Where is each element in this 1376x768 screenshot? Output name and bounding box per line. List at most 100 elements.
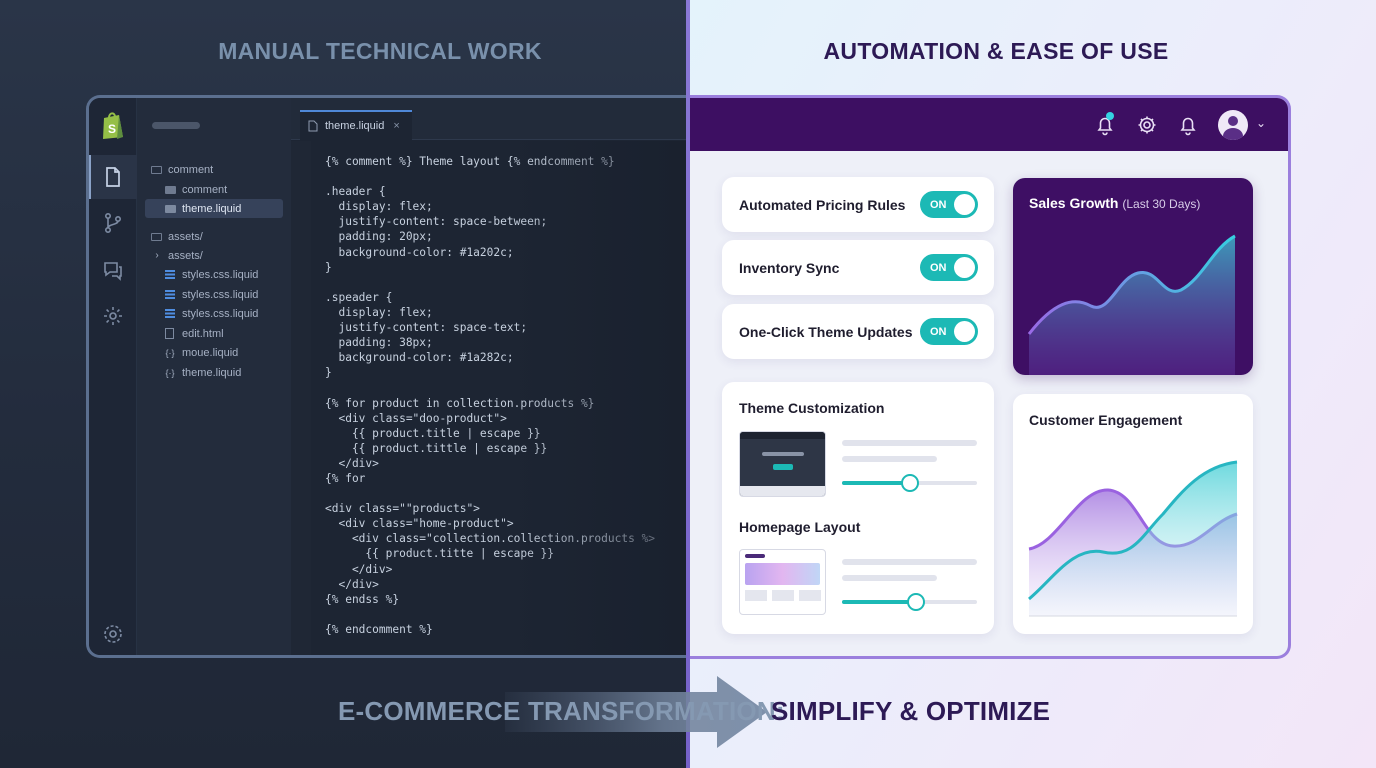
sales-growth-card: Sales Growth (Last 30 Days) (1013, 178, 1253, 375)
toggle-card-pricing: Automated Pricing Rules ON (722, 177, 994, 232)
engagement-chart (1028, 460, 1238, 617)
tree-item[interactable]: comment (137, 160, 291, 179)
sales-growth-chart (1027, 234, 1236, 375)
folder-open-icon (151, 165, 162, 174)
code-line: {% endss %} (325, 592, 400, 606)
code-line: {% endcomment %} (325, 622, 433, 636)
chat-icon[interactable] (101, 258, 125, 282)
file-icon (165, 328, 174, 339)
activity-bar: S (89, 98, 137, 655)
customization-slider[interactable] (842, 474, 977, 492)
folder-icon (165, 204, 176, 213)
tree-item[interactable]: comment (137, 180, 291, 199)
left-heading: MANUAL TECHNICAL WORK (218, 38, 542, 64)
code-line: } (325, 366, 332, 380)
folder-icon (165, 185, 176, 194)
code-line: {% comment %} Theme layout {% endcomment… (325, 155, 615, 168)
theme-updates-toggle[interactable]: ON (920, 318, 978, 345)
code-line: justify-content: space-text; (325, 321, 528, 335)
alerts-bell-icon[interactable] (1177, 114, 1199, 136)
tree-item[interactable]: › assets/ (137, 246, 291, 265)
tree-item-label: theme.liquid (182, 202, 242, 215)
code-line: } (325, 260, 332, 274)
tree-item[interactable]: {·} theme.liquid (137, 363, 291, 382)
tree-item-label: styles.css.liquid (182, 288, 259, 301)
tree-item[interactable]: assets/ (137, 227, 291, 246)
explorer-files-icon[interactable] (101, 165, 125, 189)
sales-area (1029, 236, 1235, 375)
explorer-title-placeholder (152, 122, 200, 129)
tree-item[interactable]: {·} moue.liquid (137, 343, 291, 362)
thumb-button (773, 464, 793, 470)
tree-item-label: styles.css.liquid (182, 268, 259, 281)
tab-theme-liquid[interactable]: theme.liquid × (300, 110, 412, 140)
slider-knob[interactable] (900, 474, 919, 492)
thumb-header (740, 432, 825, 439)
toggle-knob (954, 257, 975, 278)
slider-knob[interactable] (907, 593, 926, 611)
sales-growth-title: Sales Growth (Last 30 Days) (1029, 195, 1200, 211)
toggle-label: One-Click Theme Updates (739, 323, 913, 340)
tree-item-label: theme.liquid (182, 366, 242, 379)
code-area[interactable]: {% comment %} Theme layout {% endcomment… (325, 154, 690, 637)
tree-item-label: comment (182, 183, 228, 196)
transformation-arrow-icon (505, 676, 767, 748)
chevron-down-icon[interactable]: ⌄ (1256, 116, 1267, 130)
theme-preview-thumbnail[interactable] (739, 431, 826, 497)
tree-item-label: assets/ (168, 249, 203, 262)
code-line: .header { (325, 185, 386, 199)
inventory-sync-toggle[interactable]: ON (920, 254, 978, 281)
pricing-rules-toggle[interactable]: ON (920, 191, 978, 218)
tree-item[interactable]: styles.css.liquid (137, 304, 291, 323)
code-line: {% for product in collection.products %} (325, 396, 595, 410)
code-line (325, 380, 690, 395)
activity-active-indicator (89, 155, 137, 199)
notification-dot (1106, 112, 1114, 120)
engagement-area-teal (1029, 462, 1237, 616)
code-line: {{ product.title | escape }} (325, 426, 541, 440)
banner-left-text: E-COMMERCE TRANSFORMATION: (338, 696, 785, 726)
thumb-line (762, 452, 804, 456)
toggle-label: Inventory Sync (739, 259, 840, 276)
tab-close-icon[interactable]: × (393, 120, 400, 132)
sales-subtitle-text: (Last 30 Days) (1122, 197, 1201, 211)
stylesheet-file-icon (165, 309, 175, 318)
liquid-braces-icon: {·} (165, 347, 175, 358)
tree-item-selected[interactable]: theme.liquid (145, 199, 283, 218)
code-line: <div class=""products"> (325, 502, 480, 516)
code-line: {{ product.tittle | escape }} (325, 441, 548, 455)
shopify-logo-icon: S (100, 110, 126, 140)
toggle-knob (954, 194, 975, 215)
tree-item[interactable]: styles.css.liquid (137, 265, 291, 284)
tree-item[interactable]: styles.css.liquid (137, 285, 291, 304)
homepage-layout-thumbnail[interactable] (739, 549, 826, 615)
center-divider (686, 0, 690, 768)
code-line: <div class="collection.collection.produc… (325, 532, 656, 546)
stylesheet-file-icon (165, 290, 175, 299)
tree-item[interactable]: edit.html (137, 324, 291, 343)
placeholder-bar (842, 575, 937, 581)
folder-open-icon (151, 232, 162, 241)
dashboard-window: ⌄ Automated Pricing Rules ON Inventory S… (688, 95, 1291, 659)
tree-item-label: assets/ (168, 230, 203, 243)
code-line: {{ product.titte | escape }} (325, 547, 555, 561)
code-line: background-color: #1a202c; (325, 245, 514, 259)
code-line (325, 169, 690, 184)
settings-gear-icon[interactable] (101, 622, 125, 646)
extensions-gear-icon[interactable] (101, 304, 125, 328)
tree-item-label: comment (168, 163, 214, 176)
code-line: padding: 20px; (325, 230, 433, 244)
theme-customization-card: Theme Customization Homepage Layout (722, 382, 994, 634)
settings-gear-icon[interactable] (1136, 114, 1158, 136)
toggle-card-theme-updates: One-Click Theme Updates ON (722, 304, 994, 359)
code-line: display: flex; (325, 305, 433, 319)
card-title: Customer Engagement (1029, 412, 1183, 428)
slider-fill (842, 481, 910, 485)
notification-bell-icon[interactable] (1094, 114, 1116, 136)
user-avatar[interactable] (1218, 110, 1248, 140)
chevron-right-icon: › (155, 250, 159, 261)
layout-slider[interactable] (842, 593, 977, 611)
code-line: </div> (325, 562, 393, 576)
source-control-icon[interactable] (101, 211, 125, 235)
code-line: {% for (325, 471, 366, 485)
